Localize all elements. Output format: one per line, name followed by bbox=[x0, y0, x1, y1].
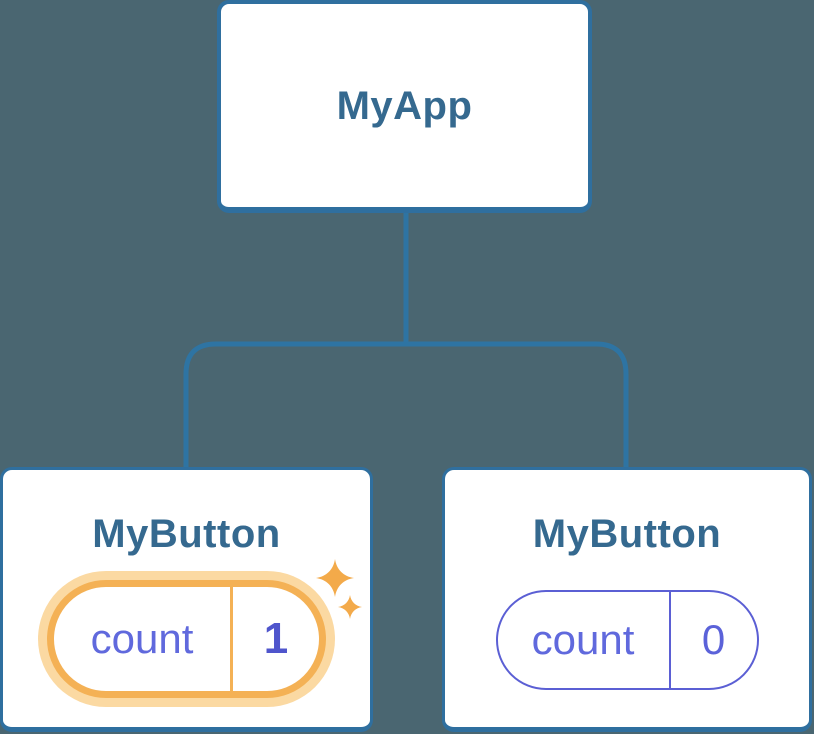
component-label: MyButton bbox=[92, 512, 281, 556]
state-name-cell: count bbox=[498, 592, 671, 688]
component-node-mybutton-1: MyButton count 1 bbox=[0, 467, 373, 732]
state-badge: count 0 bbox=[495, 590, 759, 690]
state-name-label: count bbox=[90, 615, 194, 662]
component-node-myapp: MyApp bbox=[217, 0, 592, 213]
component-label: MyButton bbox=[532, 512, 722, 556]
state-name-label: count bbox=[531, 616, 635, 663]
state-badge-highlighted: count 1 bbox=[47, 580, 326, 698]
state-value: 1 bbox=[263, 614, 289, 663]
component-node-mybutton-2: MyButton count 0 bbox=[442, 467, 812, 732]
component-label: MyApp bbox=[336, 83, 473, 128]
state-name-cell: count bbox=[54, 587, 233, 691]
state-value-cell: 1 bbox=[233, 587, 319, 691]
state-value: 0 bbox=[701, 616, 726, 663]
state-value-cell: 0 bbox=[671, 592, 757, 688]
